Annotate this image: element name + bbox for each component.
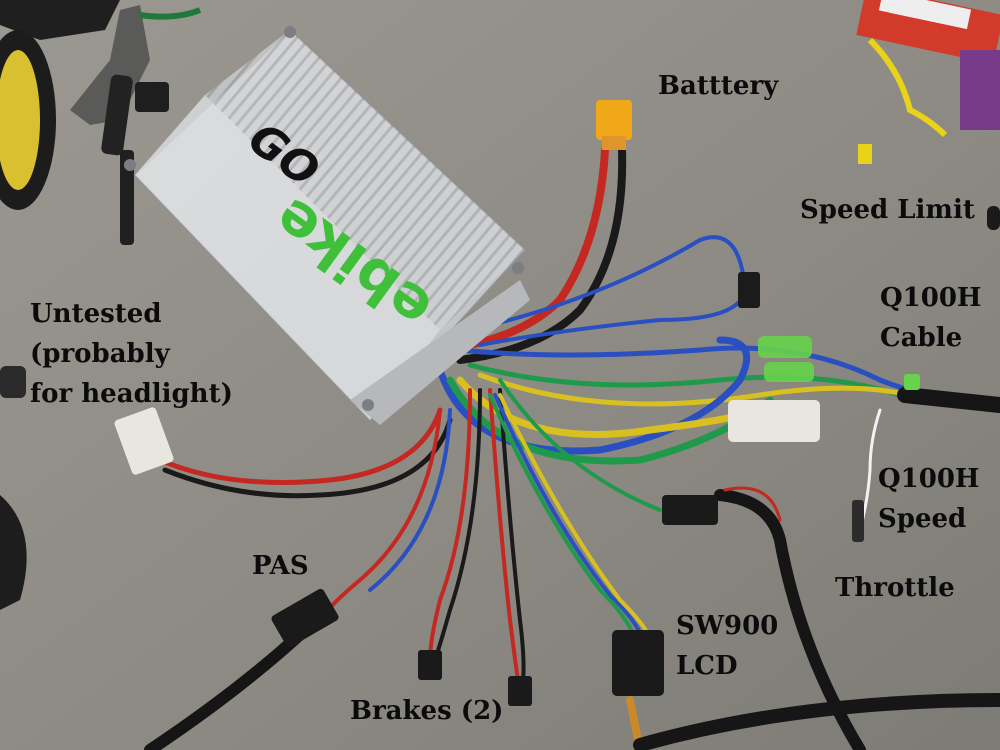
display-connector bbox=[612, 630, 664, 696]
throttle-connector bbox=[662, 495, 718, 525]
q100h-cable-connector-1 bbox=[758, 336, 812, 358]
connectors bbox=[114, 100, 920, 706]
label-battery: Batttery bbox=[658, 71, 779, 101]
headlight-connector bbox=[114, 407, 174, 475]
tool-clutter-top-right bbox=[856, 0, 1000, 230]
label-untested-1: Untested bbox=[30, 299, 162, 329]
controller-box: GO ebike bbox=[124, 26, 530, 425]
label-untested-2: (probably bbox=[30, 339, 170, 369]
label-sw900-1: SW900 bbox=[676, 611, 779, 641]
label-q100h-cable-2: Cable bbox=[880, 323, 963, 353]
label-pas: PAS bbox=[252, 551, 309, 581]
brake-connector-1 bbox=[418, 650, 442, 680]
label-throttle: Throttle bbox=[835, 573, 955, 603]
speed-limit-connector bbox=[738, 272, 760, 308]
label-q100h-speed-2: Speed bbox=[878, 504, 967, 534]
tool-clutter-top-left bbox=[0, 0, 202, 245]
phase-connector-white bbox=[728, 400, 820, 442]
q100h-speed-sensor bbox=[852, 500, 864, 542]
label-brakes: Brakes (2) bbox=[350, 696, 504, 726]
wire-harness bbox=[144, 146, 1000, 750]
q100h-cable-connector-2 bbox=[764, 362, 814, 382]
xt60-battery-connector bbox=[596, 100, 632, 140]
label-q100h-speed-1: Q100H bbox=[878, 464, 980, 494]
left-clutter bbox=[0, 366, 27, 610]
label-q100h-cable-1: Q100H bbox=[880, 283, 982, 313]
q100h-cable-connector-3 bbox=[904, 374, 920, 390]
label-untested-3: for headlight) bbox=[30, 379, 233, 409]
brake-connector-2 bbox=[508, 676, 532, 706]
label-speed-limit: Speed Limit bbox=[800, 195, 975, 225]
pas-connector bbox=[271, 588, 339, 648]
label-sw900-2: LCD bbox=[676, 651, 738, 681]
